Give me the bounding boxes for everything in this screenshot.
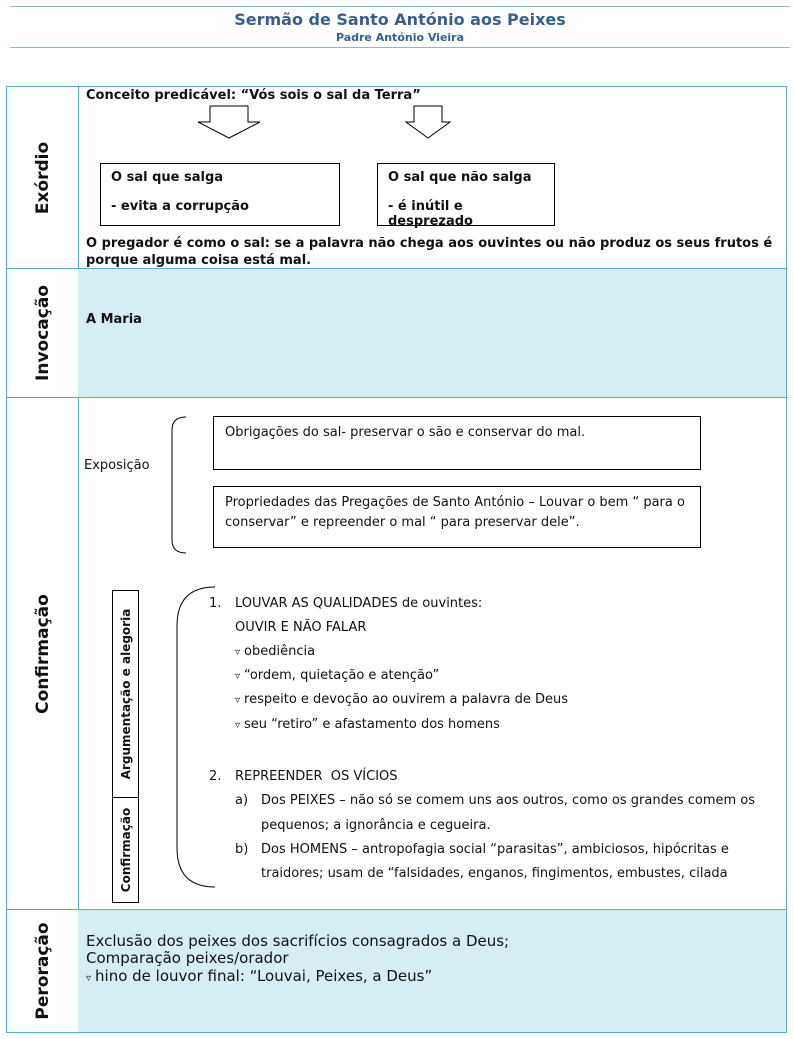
point-2a-marker: a) [235,793,249,808]
list-item: ▿seu “retiro” e afastamento dos homens [235,717,500,732]
peroracao-label: Peroração [32,922,53,1020]
down-arrow-icon [197,105,261,139]
point-2b-line-2: traidores; usam de “falsidades, enganos,… [261,866,728,881]
triangle-down-icon: ▿ [86,973,92,984]
invocacao-content: A Maria [78,269,786,397]
point-1-number: 1. [209,596,222,611]
peroracao-line-2: Comparação peixes/orador [86,949,289,967]
point-2-number: 2. [209,769,222,784]
peroracao-line-3: ▿hino de louvor final: “Louvai, Peixes, … [86,967,433,985]
exposicao-label: Exposição [84,458,150,473]
point-2a-line-1: Dos PEIXES – não só se comem uns aos out… [261,793,756,808]
confirmacao-label: Confirmação [32,593,53,714]
exordio-conclusion: O pregador é como o sal: se a palavra nã… [86,236,773,268]
point-2-title: REPREENDER OS VÍCIOS [235,769,398,784]
point-1-title: LOUVAR AS QUALIDADES de ouvintes: [235,596,483,611]
left-brace-large [176,586,216,888]
triangle-down-icon: ▿ [235,695,241,706]
point-2b-line-1: Dos HOMENS – antropofagia social “parasi… [261,842,729,857]
list-item: ▿“ordem, quietação e atenção” [235,668,440,683]
document-header: Sermão de Santo António aos Peixes Padre… [10,6,790,48]
point-2b-marker: b) [235,842,249,857]
invocacao-label-cell: Invocação [7,269,79,397]
argumentation-label: Argumentação e alegoria [118,608,133,780]
invocacao-label: Invocação [32,285,53,381]
peroracao-section: Peroração Exclusão dos peixes dos sacrif… [6,909,787,1033]
exordio-label-cell: Exórdio [7,87,79,268]
salt-that-doesnt-salt-title: O sal que não salga [388,170,532,185]
peroracao-line-1: Exclusão dos peixes dos sacrifícios cons… [86,932,510,950]
confirmacao-content: Exposição Obrigações do sal- preservar o… [78,398,786,909]
confirmation-sub-label: Confirmação [118,807,133,893]
list-item: ▿respeito e devoção ao ouvirem a palavra… [235,692,568,707]
exordio-concept: Conceito predicável: “Vós sois o sal da … [86,88,421,103]
argumentation-label-box: Argumentação e alegoria [112,590,139,798]
left-brace [171,416,187,554]
point-2a-line-2: pequenos; a ignorância e cegueira. [261,818,491,833]
exordio-label: Exórdio [32,141,53,214]
triangle-down-icon: ▿ [235,647,241,658]
confirmacao-label-cell: Confirmação [7,398,79,909]
salt-that-doesnt-salt-effect: - é inútil e desprezado [388,199,473,229]
list-item: ▿obediência [235,644,316,659]
peroracao-label-cell: Peroração [7,910,79,1032]
invocacao-text: A Maria [86,312,142,327]
salt-that-salts-effect: - evita a corrupção [111,199,249,214]
document-title: Sermão de Santo António aos Peixes [234,10,566,29]
triangle-down-icon: ▿ [235,720,241,731]
triangle-down-icon: ▿ [235,671,241,682]
preaching-properties-box: Propriedades das Pregações de Santo Antó… [213,486,701,548]
exordio-content: Conceito predicável: “Vós sois o sal da … [78,87,786,268]
salt-that-doesnt-salt-box: O sal que não salga - é inútil e desprez… [377,163,555,229]
down-arrow-icon [404,105,452,139]
point-1-subtitle: OUVIR E NÃO FALAR [235,620,367,635]
confirmacao-section: Confirmação Exposição Obrigações do sal-… [6,397,787,910]
document-subtitle: Padre António Vieira [335,31,465,44]
salt-that-salts-title: O sal que salga [111,170,224,185]
confirmation-label-box: Confirmação [112,797,139,903]
exordio-section: Exórdio Conceito predicável: “Vós sois o… [6,86,787,269]
salt-that-salts-box: O sal que salga - evita a corrupção [100,163,340,226]
salt-obligations-box: Obrigações do sal- preservar o são e con… [213,416,701,470]
peroracao-content: Exclusão dos peixes dos sacrifícios cons… [78,910,786,1032]
invocacao-section: Invocação A Maria [6,268,787,398]
